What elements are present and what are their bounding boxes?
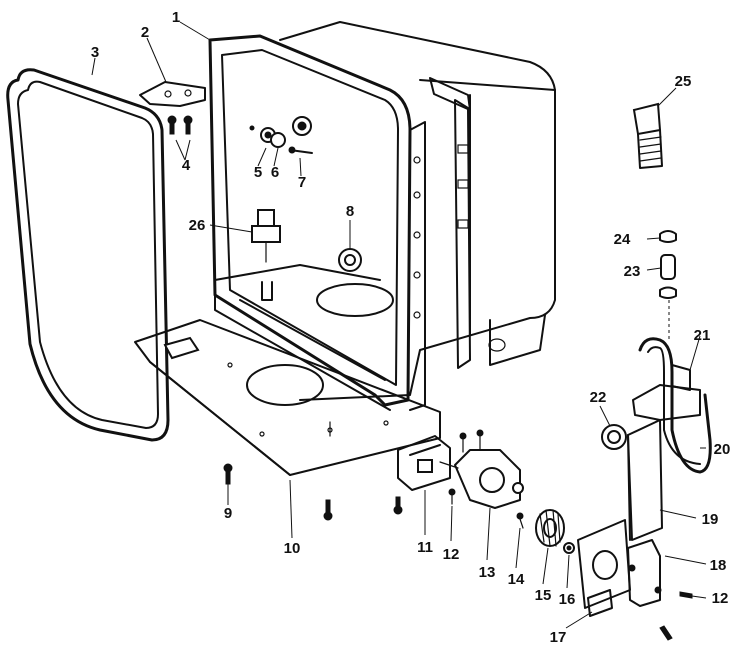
callout-11: 11: [417, 539, 433, 556]
door-gasket: [6, 68, 170, 442]
nut: [563, 542, 575, 554]
callout-15: 15: [535, 587, 552, 604]
callout-4: 4: [182, 157, 191, 174]
clamp: [671, 364, 691, 391]
callout-8: 8: [346, 203, 354, 220]
callout-12a: 12: [443, 546, 460, 563]
check-valve: [632, 102, 663, 169]
grommet: [338, 248, 362, 272]
float-assembly: [251, 209, 281, 301]
callout-20: 20: [714, 441, 731, 458]
callout-16: 16: [559, 591, 576, 608]
callout-25: 25: [675, 73, 692, 90]
base-screws: [223, 463, 403, 521]
drain-cup: [627, 539, 693, 641]
callout-17: 17: [550, 629, 567, 646]
tub: [208, 21, 556, 411]
impeller: [535, 509, 565, 547]
hinge-screws: [167, 115, 193, 135]
callout-24: 24: [614, 231, 631, 248]
pump-bracket: [397, 435, 451, 491]
base-plate: [134, 319, 441, 476]
callout-1: 1: [172, 9, 180, 26]
callout-2: 2: [141, 24, 149, 41]
pump-screws: [448, 488, 524, 529]
drain-hose-bracket: [627, 419, 663, 541]
callout-7: 7: [298, 174, 306, 191]
callout-22: 22: [590, 389, 607, 406]
callout-10: 10: [284, 540, 301, 557]
callout-19: 19: [702, 511, 719, 528]
drain-hose: [632, 337, 712, 474]
callout-21: 21: [694, 327, 711, 344]
inlet-fittings: [249, 116, 313, 154]
callout-23: 23: [624, 263, 641, 280]
callout-13: 13: [479, 564, 496, 581]
callout-3: 3: [91, 44, 99, 61]
mount-plate: [577, 519, 631, 617]
hose-ring: [601, 424, 627, 450]
leader-lines: [91, 21, 707, 629]
callout-12b: 12: [712, 590, 729, 607]
callout-18: 18: [710, 557, 727, 574]
callout-9: 9: [224, 505, 232, 522]
hinge-bracket: [139, 81, 206, 107]
callout-5: 5: [254, 164, 262, 181]
callout-26: 26: [189, 217, 206, 234]
callout-14: 14: [508, 571, 525, 588]
pump-housing: [439, 429, 524, 509]
callout-6: 6: [271, 164, 279, 181]
air-gap-tube: [659, 230, 677, 299]
callout-labels: 1 2 3 4 5 6 7 8 9 10 11 12 12 13 14 15 1…: [91, 9, 731, 646]
